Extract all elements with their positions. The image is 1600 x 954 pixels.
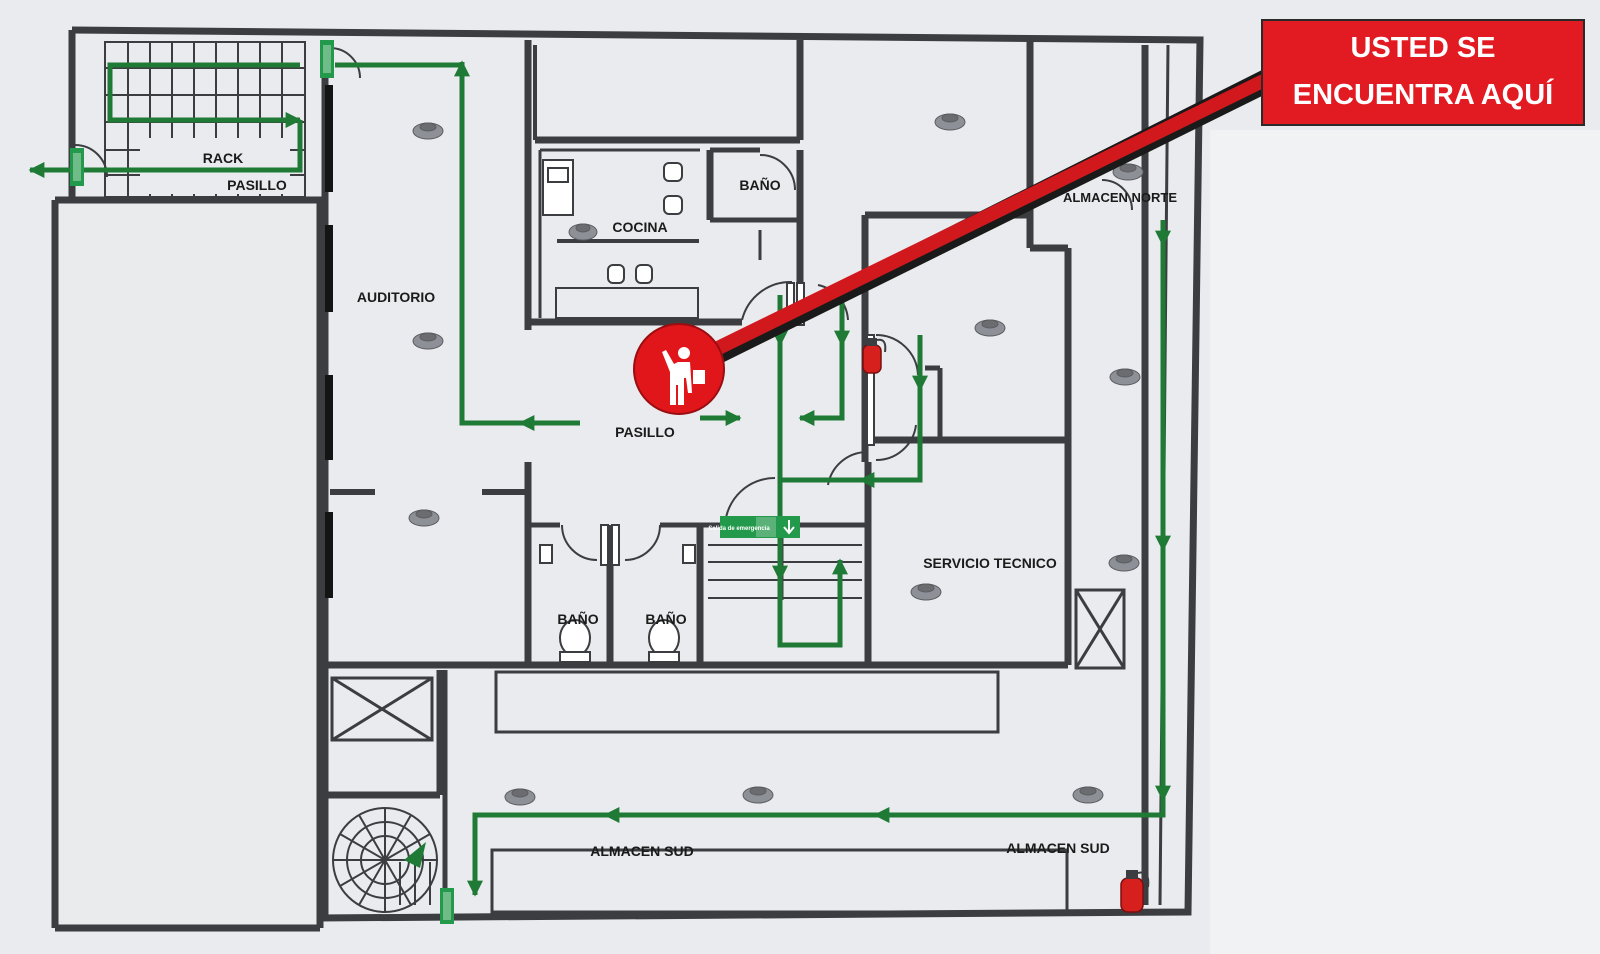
spiral-stair-arrow: [404, 842, 426, 868]
right-paper-area: [1210, 130, 1600, 954]
smoke-detector-icon: [910, 583, 942, 601]
smoke-detectors: [408, 113, 1144, 806]
person-pointing-icon: [633, 323, 725, 415]
room-label-bano-top: BAÑO: [739, 176, 780, 193]
left-lot-area: [55, 205, 323, 928]
smoke-detector-icon: [568, 223, 598, 241]
inner-outlines: [490, 250, 1072, 914]
smoke-detector-icon: [1108, 554, 1140, 572]
fire-extinguisher-icon: [1120, 870, 1150, 913]
room-label-pasillo-top: PASILLO: [227, 177, 287, 193]
room-label-almacen-sud-left: ALMACEN SUD: [590, 843, 693, 859]
smoke-detector-icon: [1109, 368, 1141, 386]
fire-extinguisher-icon: [862, 338, 887, 374]
room-label-bano-right: BAÑO: [645, 610, 686, 627]
smoke-detector-icon: [412, 122, 444, 140]
room-label-servicio-tecnico: SERVICIO TECNICO: [923, 555, 1057, 571]
room-label-pasillo-center: PASILLO: [615, 424, 675, 440]
banner-line-2: ENCUENTRA AQUÍ: [1293, 77, 1554, 111]
exit-sign-top: [320, 40, 334, 78]
smoke-detector-icon: [974, 319, 1006, 337]
room-label-auditorio: AUDITORIO: [357, 289, 435, 305]
toilets: [539, 544, 696, 663]
kitchen-fixtures: [542, 159, 699, 319]
room-label-cocina: COCINA: [612, 219, 667, 235]
smoke-detector-icon: [412, 332, 444, 350]
exit-sign-text: Salida de emergencia: [708, 526, 770, 532]
room-label-almacen-sud-right: ALMACEN SUD: [1006, 840, 1109, 856]
exit-sign-spiral: [440, 888, 454, 924]
smoke-detector-icon: [742, 786, 774, 804]
room-label-bano-left: BAÑO: [557, 610, 598, 627]
smoke-detector-icon: [934, 113, 966, 131]
smoke-detector-icon: [1112, 163, 1144, 181]
smoke-detector-icon: [504, 788, 536, 806]
room-labels: RACK PASILLO AUDITORIO COCINA BAÑO ALMAC…: [203, 150, 1178, 859]
smoke-detector-icon: [408, 509, 440, 527]
you-are-here-banner: USTED SE ENCUENTRA AQUÍ: [1261, 19, 1585, 126]
smoke-detector-icon: [1072, 786, 1104, 804]
pointer-beam-red: [702, 74, 1264, 360]
emergency-exit-icon: Salida de emergencia: [708, 516, 800, 538]
room-label-rack: RACK: [203, 150, 243, 166]
rack-pasillo-label-bg: [140, 138, 290, 194]
room-label-almacen-norte: ALMACEN NORTE: [1063, 190, 1177, 205]
exit-sign-left: [70, 148, 84, 186]
banner-line-1: USTED SE: [1350, 32, 1495, 64]
shaft-boxes: [330, 588, 1126, 742]
